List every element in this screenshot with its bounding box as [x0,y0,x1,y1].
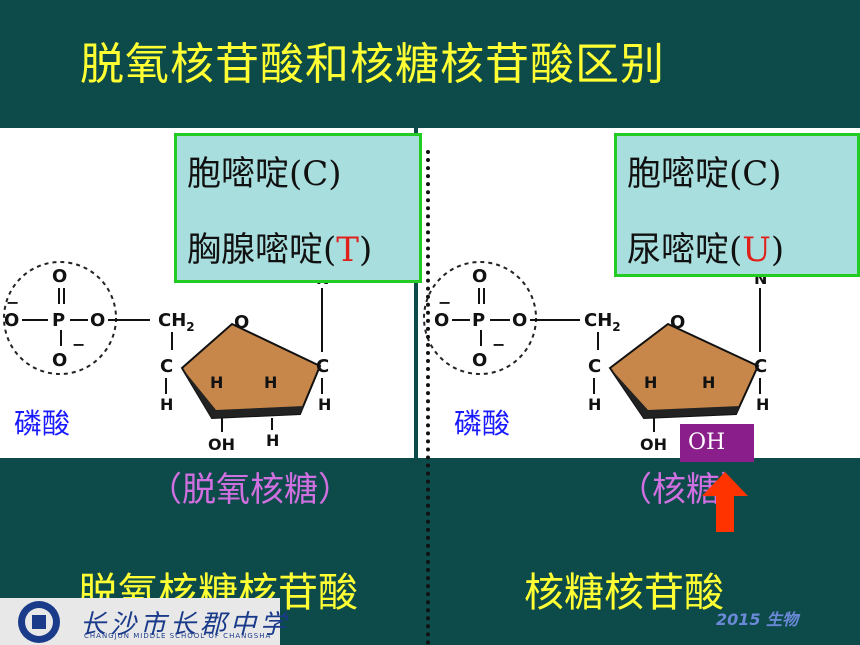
base-thymine: 胸腺嘧啶(T) [187,230,373,270]
up-arrow-icon [702,472,748,532]
phosphate-circle [3,261,117,375]
ring-oxygen: O [234,312,249,333]
ring-shadow-edge [182,368,304,418]
atom-o-top: O [472,266,487,287]
charge-minus-left: − [6,293,19,312]
center-divider [426,150,430,645]
atom-oh-3prime: OH [208,435,235,454]
deoxyribose-ring [180,322,322,420]
deoxyribose-label: （脱氧核糖） [148,470,352,510]
atom-o-bottom: O [52,350,67,371]
charge-minus-bottom: − [492,335,505,354]
ch2-group: CH2 [158,310,195,334]
phosphate-label-left: 磷酸 [14,407,71,440]
atom-o-top: O [52,266,67,287]
charge-minus-left: − [438,293,451,312]
atom-o-bridge: O [512,310,527,331]
base-cytosine: 胞嘧啶(C) [627,154,782,194]
atom-p: P [52,310,65,331]
ribose-2prime-oh-highlight: OH [680,424,754,462]
charge-minus-bottom: − [72,335,85,354]
atom-o-left: O [434,310,449,331]
school-english-name: CHANGJUN MIDDLE SCHOOL OF CHANGSHA [84,632,272,640]
school-emblem-icon [18,601,60,643]
atom-o-bottom: O [472,350,487,371]
ch2-group: CH2 [584,310,621,334]
school-name: 长沙市长郡中学 [80,610,291,640]
atom-p: P [472,310,485,331]
atom-h2a: H [264,373,277,392]
school-logo-banner: 长沙市长郡中学 CHANGJUN MIDDLE SCHOOL OF CHANGS… [0,598,286,645]
uracil-letter: U [742,230,771,270]
atom-h1: H [318,395,331,414]
ribose-ring [608,322,760,420]
atom-c1: C [316,356,329,377]
base-uracil: 尿嘧啶(U) [627,230,785,270]
phosphate-label-right: 磷酸 [454,407,511,440]
atom-h3a: H [644,373,657,392]
ribonucleotide-structure-diagram: O O − P O O − CH2 O C H C H N H H OH [423,261,769,454]
atom-h3a: H [210,373,223,392]
page-title: 脱氧核苷酸和核糖核苷酸区别 [80,39,665,90]
ring-oxygen: O [670,312,685,333]
atom-o-left: O [4,310,19,331]
atom-h4: H [160,395,173,414]
atom-h-2prime: H [266,431,279,450]
rna-bases-box: 胞嘧啶(C) 尿嘧啶(U) [614,133,860,277]
base-cytosine: 胞嘧啶(C) [187,154,342,194]
atom-c1: C [754,356,767,377]
ribonucleotide-label: 核糖核苷酸 [524,570,724,616]
atom-c4: C [160,356,173,377]
phosphate-circle [423,261,537,375]
atom-o-bridge: O [90,310,105,331]
atom-oh-3prime: OH [640,435,667,454]
footer-subject-tag: 2015 生物 [716,610,799,629]
ring-shadow-edge [610,368,740,418]
atom-c4: C [588,356,601,377]
thymine-letter: T [336,230,359,270]
atom-h4: H [588,395,601,414]
atom-h2a: H [702,373,715,392]
dna-bases-box: 胞嘧啶(C) 胸腺嘧啶(T) [174,133,422,283]
atom-h1: H [756,395,769,414]
